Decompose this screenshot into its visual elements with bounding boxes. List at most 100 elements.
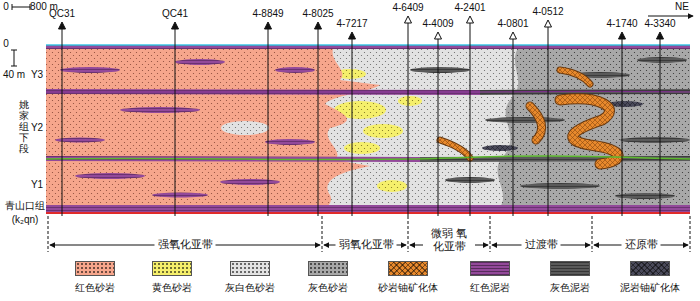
mudstone-layers: [46, 45, 690, 49]
drill-hole: [622, 38, 623, 216]
drill-hole: [352, 38, 353, 216]
mudstone-layers: [637, 57, 687, 63]
rock-bodies: [46, 45, 690, 213]
mudstone-layers: [46, 45, 690, 213]
zone-brackets: [48, 216, 690, 252]
legend-item: 泥岩铀矿化体: [620, 261, 680, 294]
legend-item: 砂岩铀矿化体: [378, 261, 438, 294]
well-name: 4-0512: [532, 6, 563, 18]
rock-bodies: [46, 45, 690, 213]
mudstone-layers: [265, 139, 315, 145]
mudstone-layers: [220, 179, 280, 185]
ore-bodies: [440, 140, 470, 158]
mudstone-layers: [175, 59, 225, 65]
legend-swatch: [75, 261, 115, 276]
drill-hole-marker: [657, 32, 664, 39]
legend-item: 红色砂岩: [65, 261, 125, 294]
drill-hole: [268, 28, 269, 216]
legend-swatch: [470, 261, 510, 276]
scale-bars: [11, 50, 17, 66]
unit-label: Y3: [31, 69, 43, 81]
drill-hole-marker: [435, 32, 442, 39]
legend-swatch: [230, 261, 270, 276]
well-name: 4-0801: [497, 18, 528, 30]
drill-hole: [513, 38, 514, 216]
legend-item: 灰色泥岩: [540, 261, 600, 294]
drill-hole: [470, 22, 471, 216]
well-name: 4-1740: [606, 18, 637, 30]
scale-label: 40 m: [3, 69, 25, 81]
legend-item: 黄色砂岩: [142, 261, 202, 294]
drill-hole: [660, 38, 661, 216]
unit-label: Y1: [31, 179, 43, 191]
ore-bodies: [560, 70, 590, 84]
legend-text: 红色泥岩: [460, 282, 520, 294]
drill-hole-marker: [349, 32, 356, 39]
legend-item: 红色泥岩: [460, 261, 520, 294]
legend-swatch: [152, 261, 192, 276]
legend-item: 灰色砂岩: [298, 261, 358, 294]
mudstone-layers: [55, 59, 315, 198]
mudstone-layers: [620, 137, 690, 143]
mudstone-layers: [46, 205, 690, 213]
legend-swatch: [388, 261, 428, 276]
legend-swatch: [308, 261, 348, 276]
zone-brackets: [48, 216, 690, 252]
legend-text: 黄色砂岩: [142, 282, 202, 294]
drill-hole-marker: [510, 32, 517, 39]
ore-bodies: [560, 70, 590, 84]
unit-label: Y2: [31, 122, 43, 134]
mudstone-layers: [275, 67, 315, 73]
drill-hole-marker: [619, 32, 626, 39]
boundary-lines: [46, 212, 690, 215]
direction-label: NE: [675, 1, 689, 13]
boundary-lines: [46, 91, 690, 92]
well-name: 4-6409: [392, 2, 423, 14]
ore-bodies: [530, 106, 542, 140]
legend-text: 灰色砂岩: [298, 282, 358, 294]
mudstone-layers: [75, 173, 145, 179]
mudstone-layers: [120, 107, 200, 113]
zone-label: 弱氧化亚带: [336, 238, 397, 251]
legend-text: 砂岩铀矿化体: [378, 282, 438, 294]
drill-hole-marker: [467, 16, 474, 23]
well-name: QC41: [162, 8, 188, 20]
yellow-sandstone: [363, 124, 403, 138]
legend-text: 灰白色砂岩: [220, 282, 280, 294]
rock-bodies: [221, 121, 269, 135]
drill-hole: [175, 28, 176, 216]
formation-label: 姚家组下段: [19, 99, 29, 154]
well-name: 4-3340: [644, 18, 675, 30]
drill-hole-marker: [265, 22, 272, 29]
drill-hole-marker: [405, 16, 412, 23]
boundary-lines: [46, 45, 690, 213]
drill-holes: [59, 16, 664, 216]
legend-text: 泥岩铀矿化体: [620, 282, 680, 294]
legend-item: 灰白色砂岩: [220, 261, 280, 294]
scale-label: 0: [3, 1, 9, 13]
rock-bodies: [46, 45, 520, 213]
boundary-lines: [46, 156, 690, 160]
scale-label: 0: [3, 38, 9, 50]
legend-text: 红色砂岩: [65, 282, 125, 294]
mudstone-layers: [520, 183, 600, 189]
well-name: 4-4009: [422, 18, 453, 30]
well-name: 4-2401: [454, 2, 485, 14]
rock-bodies: [46, 45, 380, 213]
mudstone-layers: [615, 193, 675, 199]
mudstone-layers: [60, 67, 120, 73]
well-name: QC31: [49, 8, 75, 20]
formation-label: 青山口组: [5, 200, 45, 212]
yellow-sandstone: [398, 96, 422, 106]
drill-hole: [438, 38, 439, 216]
ore-bodies: [560, 99, 618, 164]
drill-hole-marker: [59, 22, 66, 29]
ore-bodies: [440, 70, 618, 164]
ore-bodies: [530, 106, 542, 140]
mudstone-layers: [410, 67, 470, 73]
legend-swatch: [630, 261, 670, 276]
zone-label: 过渡带: [522, 238, 561, 251]
drill-hole: [62, 28, 63, 216]
